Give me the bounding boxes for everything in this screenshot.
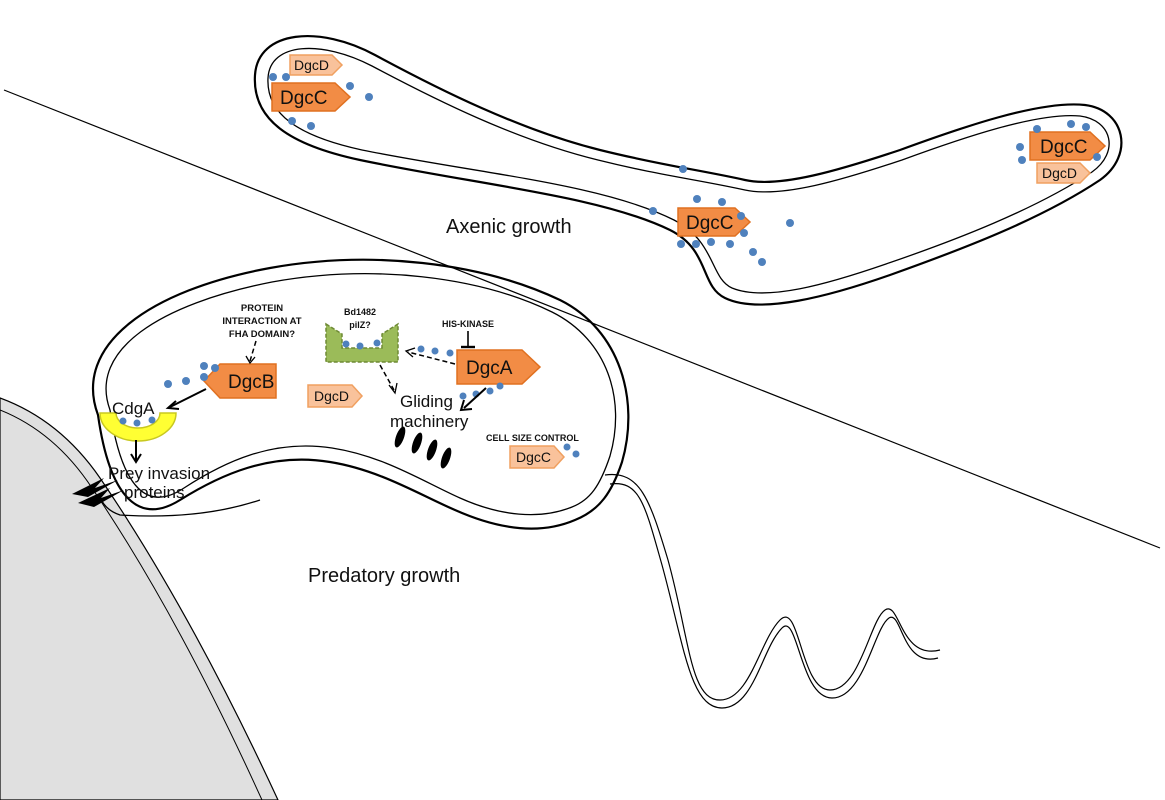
cell-size-label: CELL SIZE CONTROL xyxy=(486,433,579,443)
predatory-dgcc: DgcC xyxy=(509,443,580,469)
axenic-dgcc-middle-label: DgcC xyxy=(686,213,734,234)
predatory-growth-label: Predatory growth xyxy=(308,565,460,587)
axenic-dgcd-top: DgcD xyxy=(289,54,344,76)
flagellum xyxy=(604,473,941,709)
dgcb-dots xyxy=(164,362,219,388)
protein-interaction-line3: FHA DOMAIN? xyxy=(229,329,295,340)
pilz-receptor xyxy=(325,322,399,363)
pilz-to-gliding-arrow xyxy=(379,364,395,391)
predatory-cell xyxy=(92,258,630,530)
gliding-pili xyxy=(394,426,452,469)
gliding-line1: Gliding xyxy=(400,392,453,411)
predatory-dgcb: DgcB xyxy=(202,363,277,399)
axenic-dgcd-right-label: DgcD xyxy=(1042,165,1077,181)
axenic-cell xyxy=(253,35,1123,306)
prey-invasion-line2: proteins xyxy=(124,483,184,502)
predatory-dgca: DgcA xyxy=(456,349,542,385)
axenic-growth-label: Axenic growth xyxy=(446,216,572,238)
axenic-dgcc-middle: DgcC xyxy=(677,207,752,237)
protein-interaction-line2: INTERACTION AT xyxy=(222,316,301,327)
bd1482-line2: pilZ? xyxy=(349,320,371,330)
axenic-dgcc-top: DgcC xyxy=(271,82,352,112)
dgca-to-gliding-arrow xyxy=(463,387,487,409)
divider-line xyxy=(3,89,1161,549)
bd1482-line1: Bd1482 xyxy=(344,307,376,317)
axenic-dgcc-right: DgcC xyxy=(1029,131,1107,161)
protein-interaction-line1: PROTEIN xyxy=(241,303,283,314)
predatory-dgcc-label: DgcC xyxy=(516,449,551,465)
attachment-claws xyxy=(72,478,124,507)
axenic-dots xyxy=(269,73,1101,266)
predatory-dgcd: DgcD xyxy=(307,384,364,408)
dgca-label: DgcA xyxy=(466,358,513,379)
cdga-protein: CdgA xyxy=(99,399,177,442)
axenic-dgcc-right-label: DgcC xyxy=(1040,137,1088,158)
prey-cell xyxy=(0,397,279,800)
his-kinase-label: HIS-KINASE xyxy=(442,319,494,329)
dgca-dots xyxy=(417,345,504,400)
dgcb-to-cdga-arrow xyxy=(169,388,207,408)
fha-arrow xyxy=(249,340,257,362)
prey-invasion-line1: Prey invasion xyxy=(108,464,210,483)
axenic-dgcd-top-label: DgcD xyxy=(294,57,329,73)
cdga-label: CdgA xyxy=(112,399,155,418)
dgca-to-pilz-arrow xyxy=(407,351,456,365)
axenic-dgcd-right: DgcD xyxy=(1036,162,1092,184)
dgcb-label: DgcB xyxy=(228,372,274,393)
gliding-line2: machinery xyxy=(390,412,469,431)
predatory-dgcd-label: DgcD xyxy=(314,388,349,404)
axenic-dgcc-top-label: DgcC xyxy=(280,88,328,109)
